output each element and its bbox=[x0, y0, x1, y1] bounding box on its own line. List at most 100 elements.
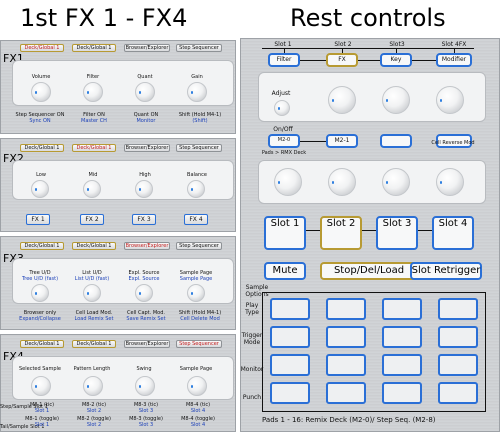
fx2-mid-knob[interactable] bbox=[83, 180, 101, 198]
pad-4[interactable] bbox=[438, 298, 478, 320]
mix-knob-3[interactable] bbox=[382, 168, 410, 196]
fx3-list-knob[interactable] bbox=[83, 284, 101, 302]
slot1-button[interactable] bbox=[264, 216, 306, 250]
fx3-knob-label-2a: List U/D bbox=[82, 270, 102, 276]
fx2-high-knob[interactable] bbox=[135, 180, 153, 198]
pad-14[interactable] bbox=[326, 382, 366, 404]
fx1-header-3[interactable]: Browser/Explorer bbox=[124, 44, 170, 52]
blank-button-3[interactable] bbox=[380, 134, 412, 148]
pad-13[interactable] bbox=[270, 382, 310, 404]
fx2-header-4[interactable]: Step Sequencer bbox=[176, 144, 222, 152]
m21-button[interactable] bbox=[326, 134, 358, 148]
fx1-knob-label-4: Gain bbox=[191, 74, 203, 80]
filter-button[interactable] bbox=[268, 53, 300, 67]
fx1-header-4[interactable]: Step Sequencer bbox=[176, 44, 222, 52]
fx2-fx2-button[interactable]: FX 2 bbox=[80, 214, 104, 225]
pads-rmx-label: Pads > RMX Deck bbox=[261, 150, 307, 156]
mix-knob-2[interactable] bbox=[328, 168, 356, 196]
pad-1[interactable] bbox=[270, 298, 310, 320]
fx4-bottom2-4b: Slot 4 bbox=[190, 422, 206, 428]
key-button[interactable] bbox=[380, 53, 412, 67]
fx3-knob-label-1b: Tree U/D (fast) bbox=[21, 276, 59, 282]
fx2-fx4-button[interactable]: FX 4 bbox=[184, 214, 208, 225]
fx4-bottom-1b: Slot 1 bbox=[34, 408, 50, 414]
cell-reverse-label: Cell Reverse Mod bbox=[431, 140, 475, 146]
fx3-bottom-4a: Shift (Hold M4-1) bbox=[178, 310, 222, 316]
fx1-gain-knob[interactable] bbox=[187, 82, 207, 102]
fx1-bottom-3b: Monitor bbox=[136, 118, 156, 124]
pad-11[interactable] bbox=[382, 354, 422, 376]
fx2-balance-knob[interactable] bbox=[187, 180, 205, 198]
adjust-knob-small[interactable] bbox=[274, 100, 290, 116]
fx3-bottom-3a: Cell Capt. Mod. bbox=[127, 310, 165, 316]
pad-8[interactable] bbox=[438, 326, 478, 348]
fx4-bottom2-4a: M8-4 (toggle) bbox=[181, 416, 215, 422]
cell-reverse-button[interactable] bbox=[436, 134, 472, 148]
fx1-knob-label-2: Filter bbox=[86, 74, 100, 80]
fx4-header-2[interactable]: Deck/Global 1 bbox=[72, 340, 116, 348]
fx2-fx3-button[interactable]: FX 3 bbox=[132, 214, 156, 225]
fx1-bottom-4b: (Shift) bbox=[192, 118, 208, 124]
fx4-header-4[interactable]: Step Sequencer bbox=[176, 340, 222, 348]
fx3-header-3[interactable]: Browser/Explorer bbox=[124, 242, 170, 250]
fx1-quant-knob[interactable] bbox=[135, 82, 155, 102]
fx4-selected-sample-knob[interactable] bbox=[31, 376, 51, 396]
mix-knob-1[interactable] bbox=[274, 168, 302, 196]
right-title: Rest controls bbox=[290, 4, 446, 32]
pad-3[interactable] bbox=[382, 298, 422, 320]
onoff-button[interactable] bbox=[268, 134, 300, 148]
fx1-header-2[interactable]: Deck/Global 1 bbox=[72, 44, 116, 52]
fx3-header-2[interactable]: Deck/Global 1 bbox=[72, 242, 116, 250]
fx4-bottom2-3a: M8-3 (toggle) bbox=[129, 416, 163, 422]
slot3-button[interactable] bbox=[376, 216, 418, 250]
pad-2[interactable] bbox=[326, 298, 366, 320]
fx4-header-1[interactable]: Deck/Global 1 bbox=[20, 340, 64, 348]
fx3-header-4[interactable]: Step Sequencer bbox=[176, 242, 222, 250]
fx4-swing-knob[interactable] bbox=[135, 376, 155, 396]
connector-h3 bbox=[412, 60, 436, 61]
fx4-pattern-length-knob[interactable] bbox=[83, 376, 103, 396]
adjust-knob-4[interactable] bbox=[436, 86, 464, 114]
pad-15[interactable] bbox=[382, 382, 422, 404]
adjust-knob-2[interactable] bbox=[328, 86, 356, 114]
adjust-knob-3[interactable] bbox=[382, 86, 410, 114]
slot-retrigger-button[interactable] bbox=[410, 262, 482, 280]
fx3-header-1[interactable]: Deck/Global 1 bbox=[20, 242, 64, 250]
slot4-button[interactable] bbox=[432, 216, 474, 250]
m21-label: M2-1 bbox=[334, 137, 350, 144]
pad-9[interactable] bbox=[270, 354, 310, 376]
slot-header-3: Slot3 bbox=[389, 41, 405, 48]
left-title: 1st FX 1 - FX4 bbox=[20, 4, 188, 32]
fx2-fx1-button[interactable]: FX 1 bbox=[26, 214, 50, 225]
fx3-sample-page-knob[interactable] bbox=[187, 284, 205, 302]
fx1-header-1[interactable]: Deck/Global 1 bbox=[20, 44, 64, 52]
pad-12[interactable] bbox=[438, 354, 478, 376]
fx1-filter-knob[interactable] bbox=[83, 82, 103, 102]
mix-knob-4[interactable] bbox=[436, 168, 464, 196]
fx4-header-3[interactable]: Browser/Explorer bbox=[124, 340, 170, 348]
fx3-source-knob[interactable] bbox=[135, 284, 153, 302]
fx-button[interactable] bbox=[326, 53, 358, 67]
pad-16[interactable] bbox=[438, 382, 478, 404]
fx4-sample-page-knob[interactable] bbox=[187, 376, 207, 396]
pad-7[interactable] bbox=[382, 326, 422, 348]
fx3-bottom-2a: Cell Load Mod. bbox=[75, 310, 113, 316]
fx2-header-3[interactable]: Browser/Explorer bbox=[124, 144, 170, 152]
fx3-knob-label-3b: Expl. Source bbox=[128, 276, 160, 282]
pad-5[interactable] bbox=[270, 326, 310, 348]
pad-6[interactable] bbox=[326, 326, 366, 348]
filter-button-label: Filter bbox=[276, 56, 292, 63]
fx2-header-1[interactable]: Deck/Global 1 bbox=[20, 144, 64, 152]
slot2-button[interactable] bbox=[320, 216, 362, 250]
modifier-button[interactable] bbox=[436, 53, 472, 67]
slot-connector-1 bbox=[306, 230, 320, 231]
fx1-volume-knob[interactable] bbox=[31, 82, 51, 102]
fx1-bottom-3a: Quant ON bbox=[133, 112, 159, 118]
fx2-header-2[interactable]: Deck/Global 1 bbox=[72, 144, 116, 152]
fx4-knob-label-4: Sample Page bbox=[179, 366, 213, 372]
fx3-tree-knob[interactable] bbox=[31, 284, 49, 302]
fx2-low-knob[interactable] bbox=[31, 180, 49, 198]
pad-10[interactable] bbox=[326, 354, 366, 376]
fx4-bottom2-2b: Slot 2 bbox=[86, 422, 102, 428]
mute-button[interactable] bbox=[264, 262, 306, 280]
